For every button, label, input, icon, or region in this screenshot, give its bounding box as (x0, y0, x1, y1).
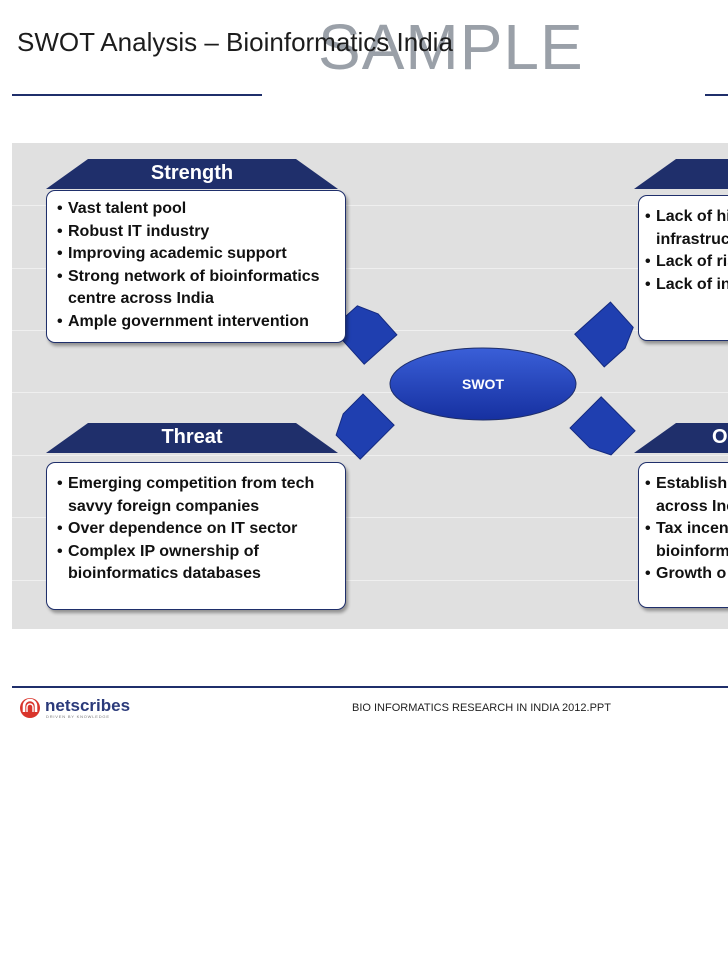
grid-line (12, 580, 728, 581)
opportunity-header-label: O (712, 426, 728, 448)
footer-document-name: BIO INFORMATICS RESEARCH IN INDIA 2012.P… (352, 702, 611, 714)
grid-line (12, 517, 728, 518)
sample-watermark: SAMPLE (318, 11, 584, 83)
list-item: Strong network of bioinformatics centre … (57, 266, 330, 311)
list-item: Emerging competition from tech savvy for… (57, 473, 338, 518)
list-item: Robust IT industry (57, 221, 345, 244)
logo-wordmark: netscribes (45, 696, 130, 715)
list-item: Tax incen bioinform (645, 518, 728, 563)
weakness-list: Lack of hi infrastruc Lack of ris Lack o… (645, 206, 728, 296)
list-item: Establishn across Inc (645, 473, 728, 518)
swot-ellipse (389, 347, 577, 421)
footer-divider (12, 686, 728, 688)
threat-list: Emerging competition from tech savvy for… (57, 473, 345, 586)
netscribes-logo-icon: netscribes DRIVEN BY KNOWLEDGE (20, 696, 130, 719)
strength-box: Vast talent pool Robust IT industry Impr… (46, 190, 346, 343)
grid-line (12, 392, 728, 393)
list-item: Complex IP ownership of bioinformatics d… (57, 541, 288, 586)
list-item: Lack of in (645, 274, 728, 297)
diamond-arrow-icon (574, 301, 634, 368)
grid-line (12, 205, 728, 206)
opportunity-box: Establishn across Inc Tax incen bioinfor… (638, 462, 728, 608)
list-item: Vast talent pool (57, 198, 345, 221)
list-item: Improving academic support (57, 243, 345, 266)
list-item: Ample government intervention (57, 311, 345, 334)
weakness-box: Lack of hi infrastruc Lack of ris Lack o… (638, 195, 728, 341)
weakness-header (634, 159, 728, 189)
strength-header-label: Strength (150, 162, 234, 184)
watermark-backdrop (262, 8, 705, 108)
opportunity-list: Establishn across Inc Tax incen bioinfor… (645, 473, 728, 586)
slide-title: SWOT Analysis – Bioinformatics India (17, 27, 453, 57)
list-item: Lack of hi infrastruc (645, 206, 728, 251)
threat-box: Emerging competition from tech savvy for… (46, 462, 346, 610)
diamond-arrow-icon (335, 393, 395, 460)
opportunity-header: O (634, 423, 728, 453)
threat-header: Threat (46, 423, 338, 453)
list-item: Over dependence on IT sector (57, 518, 345, 541)
logo-tagline: DRIVEN BY KNOWLEDGE (46, 714, 110, 719)
strength-list: Vast talent pool Robust IT industry Impr… (57, 198, 345, 333)
diamond-arrow-icon (331, 305, 398, 365)
grid-line (12, 268, 728, 269)
swot-center-label: SWOT (462, 376, 504, 392)
grid-line (12, 455, 728, 456)
list-item: Growth o (645, 563, 728, 586)
diamond-arrow-icon (569, 396, 636, 456)
threat-header-label: Threat (161, 426, 223, 448)
list-item: Lack of ris (645, 251, 728, 274)
strength-header: Strength (46, 159, 338, 189)
